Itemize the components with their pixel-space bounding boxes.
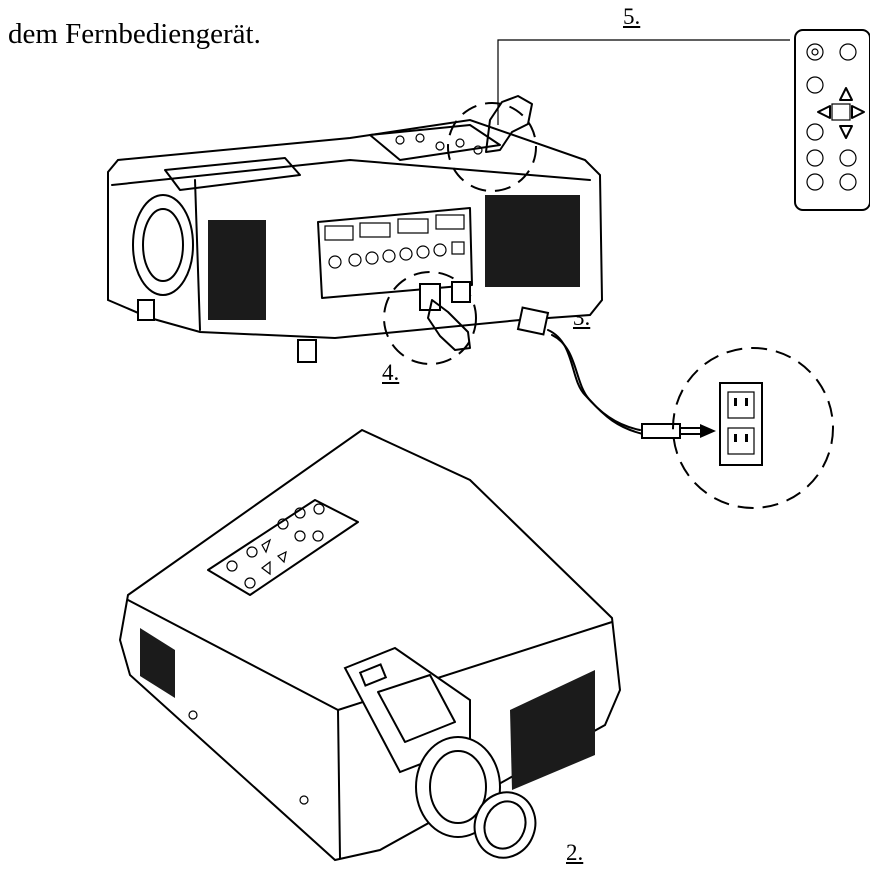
- remote-leader-line: [497, 39, 790, 125]
- hand-switching-power-icon: [427, 299, 471, 351]
- front-vent: [208, 220, 266, 320]
- zoom-circle-wall-outlet: [672, 347, 834, 509]
- io-connector-panel: [317, 207, 473, 299]
- step-label-remote: 5.: [623, 4, 641, 29]
- rear-vent: [485, 195, 580, 287]
- projector-rear-view: [107, 95, 604, 365]
- remote-up-arrow-icon: [839, 87, 853, 101]
- hand-pressing-button-icon: [485, 95, 533, 153]
- wall-outlet: [719, 382, 763, 466]
- cord-plug-wall-side: [641, 423, 681, 439]
- step-label-lens-cap: 2.: [566, 840, 584, 865]
- side-vent: [140, 628, 175, 698]
- instruction-heading: dem Fernbediengerät.: [8, 18, 261, 50]
- remote-left-arrow-icon: [817, 105, 831, 119]
- remote-right-arrow-icon: [851, 105, 865, 119]
- remote-button: [839, 173, 857, 191]
- remote-control: [794, 29, 870, 211]
- front-vent-right: [510, 670, 595, 790]
- top-control-panel: [369, 124, 501, 161]
- cord-plug-projector-side: [516, 306, 550, 336]
- zoom-circle-control-panel: [447, 102, 537, 192]
- remote-down-arrow-icon: [839, 125, 853, 139]
- remote-button: [806, 123, 824, 141]
- projector-front-view: [118, 428, 622, 862]
- power-inlet: [451, 281, 471, 303]
- power-cord: [516, 306, 716, 439]
- remote-button: [839, 149, 857, 167]
- insert-arrow-icon: [700, 424, 716, 438]
- remote-button: [806, 173, 824, 191]
- lens-cap: [473, 791, 537, 859]
- remote-power-button: [806, 43, 824, 61]
- remote-button: [839, 43, 857, 61]
- front-view-control-panel: [207, 499, 359, 596]
- zoom-circle-power-switch: [383, 271, 477, 365]
- remote-menu-button: [806, 76, 824, 94]
- remote-button: [806, 149, 824, 167]
- step-label-power-switch: 4.: [382, 360, 400, 385]
